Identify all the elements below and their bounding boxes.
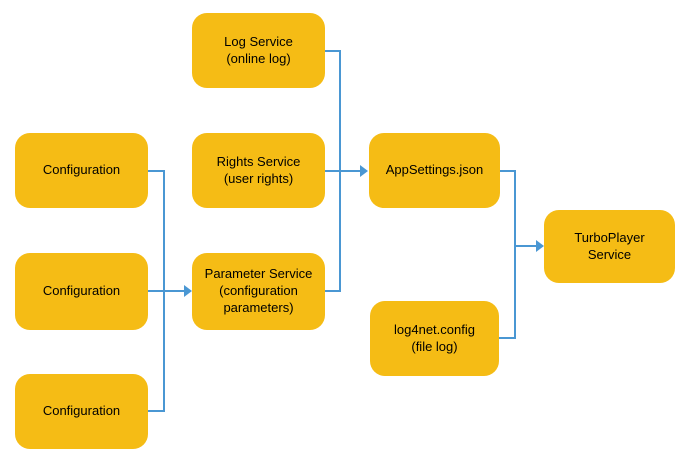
node-configuration-3: Configuration	[15, 374, 148, 449]
connector-config2-line	[147, 290, 186, 292]
connector-parameter-service-line	[324, 290, 341, 292]
connector-log4net-line	[498, 337, 516, 339]
connector-config3-line	[147, 410, 165, 412]
connector-config1-line	[147, 170, 165, 172]
connector-log-service-line	[324, 50, 341, 52]
node-configuration-2: Configuration	[15, 253, 148, 330]
arrowhead-appsettings-icon	[360, 165, 368, 177]
node-turboplayer-service: TurboPlayer Service	[544, 210, 675, 283]
connector-appsettings-line	[499, 170, 516, 172]
arrowhead-turboplayer-icon	[536, 240, 544, 252]
node-rights-service: Rights Service (user rights)	[192, 133, 325, 208]
node-appsettings-json: AppSettings.json	[369, 133, 500, 208]
node-log4net-config: log4net.config (file log)	[370, 301, 499, 376]
node-configuration-1: Configuration	[15, 133, 148, 208]
connector-turboplayer-line	[514, 245, 537, 247]
node-parameter-service: Parameter Service (configuration paramet…	[192, 253, 325, 330]
arrowhead-parameter-service-icon	[184, 285, 192, 297]
connector-config-files-group-line	[514, 170, 516, 339]
node-log-service: Log Service (online log)	[192, 13, 325, 88]
connector-rights-service-line	[324, 170, 361, 172]
